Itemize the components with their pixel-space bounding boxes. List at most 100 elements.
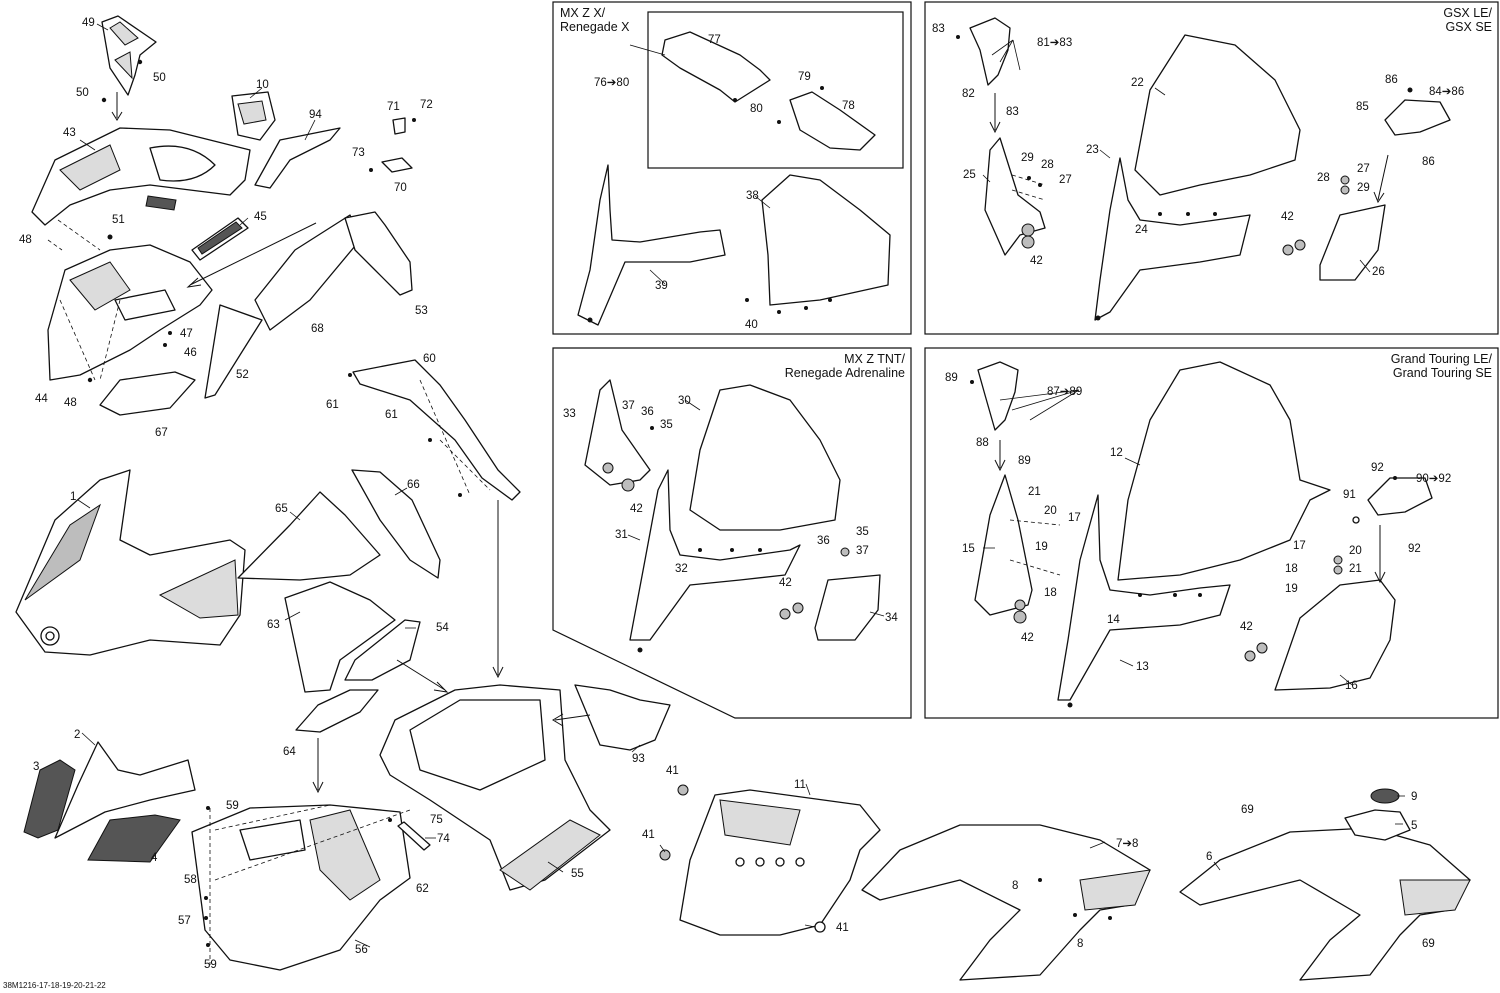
- part-84-mirror: [1384, 99, 1451, 136]
- callout-8: 8: [1012, 880, 1018, 892]
- callout-67: 67: [155, 427, 168, 439]
- callout-61: 61: [385, 409, 398, 421]
- callout-62: 62: [416, 883, 429, 895]
- callout-63: 63: [267, 619, 280, 631]
- callout-37: 37: [856, 545, 869, 557]
- part-67-pad: [99, 371, 196, 416]
- callout-18: 18: [1044, 587, 1057, 599]
- callout-38: 38: [746, 190, 759, 202]
- part-63-insulation: [284, 581, 396, 693]
- part-77-handguard: [661, 31, 771, 103]
- callout-22: 22: [1131, 77, 1144, 89]
- callout-27: 27: [1357, 163, 1370, 175]
- part-44-nose-lower: [47, 244, 213, 381]
- callout-30: 30: [678, 395, 691, 407]
- callout-90: 90➔92: [1416, 473, 1451, 485]
- part-65-insulation: [237, 491, 381, 581]
- inset-title-gsx: GSX LE/ GSX SE: [1443, 6, 1492, 34]
- callout-39: 39: [655, 280, 668, 292]
- callout-42: 42: [1030, 255, 1043, 267]
- callout-34: 34: [885, 612, 898, 624]
- callout-69: 69: [1422, 938, 1435, 950]
- callout-92: 92: [1371, 462, 1384, 474]
- callout-86: 86: [1385, 74, 1398, 86]
- callout-44: 44: [35, 393, 48, 405]
- part-52-side-panel: [204, 304, 263, 399]
- callout-leaders: [77, 23, 1405, 948]
- part-41-grommet-b: [659, 849, 671, 861]
- part-4-grille: [87, 814, 181, 863]
- part-1-hood: [15, 469, 246, 656]
- callout-56: 56: [355, 944, 368, 956]
- svg-text:GSX LE/: GSX LE/: [1443, 6, 1492, 20]
- part-13-windshield-trim: [1057, 494, 1231, 701]
- callout-82: 82: [962, 88, 975, 100]
- part-68-panel: [254, 214, 361, 331]
- inset-subframe-handguards: [647, 11, 904, 169]
- callout-76: 76➔80: [594, 77, 629, 89]
- callout-29: 29: [1021, 152, 1034, 164]
- part-93-bracket: [574, 684, 671, 751]
- callout-42: 42: [1240, 621, 1253, 633]
- callout-69: 69: [1241, 804, 1254, 816]
- callout-35: 35: [856, 526, 869, 538]
- inset-title-mxzx: MX Z X/ Renegade X: [560, 6, 630, 34]
- callout-59: 59: [226, 800, 239, 812]
- callout-46: 46: [184, 347, 197, 359]
- callout-80: 80: [750, 103, 763, 115]
- part-55-body: [379, 684, 611, 891]
- callout-52: 52: [236, 369, 249, 381]
- part-53-side-panel: [344, 211, 413, 296]
- callout-45: 45: [254, 211, 267, 223]
- callout-64: 64: [283, 746, 296, 758]
- callout-48: 48: [19, 234, 32, 246]
- callout-55: 55: [571, 868, 584, 880]
- callout-74: 74: [437, 833, 450, 845]
- part-10-gauge-housing: [231, 91, 276, 141]
- svg-text:Renegade Adrenaline: Renegade Adrenaline: [785, 366, 905, 380]
- callout-17: 17: [1293, 540, 1306, 552]
- callout-41: 41: [666, 765, 679, 777]
- callout-57: 57: [178, 915, 191, 927]
- callout-50: 50: [153, 72, 166, 84]
- part-87-mirror: [977, 361, 1019, 431]
- callout-85: 85: [1356, 101, 1369, 113]
- callout-94: 94: [309, 109, 322, 121]
- part-6-rack: [1179, 827, 1471, 981]
- inset-title-tnt: MX Z TNT/ Renegade Adrenaline: [785, 352, 906, 380]
- part-23-windshield-trim: [1094, 157, 1251, 321]
- callout-40: 40: [745, 319, 758, 331]
- callout-32: 32: [675, 563, 688, 575]
- callout-92: 92: [1408, 543, 1421, 555]
- part-78-handguard: [789, 91, 876, 151]
- callout-50: 50: [76, 87, 89, 99]
- callout-83: 83: [1006, 106, 1019, 118]
- callout-19: 19: [1285, 583, 1298, 595]
- callout-68: 68: [311, 323, 324, 335]
- part-15-mirror-base: [974, 474, 1033, 616]
- callout-93: 93: [632, 753, 645, 765]
- part-33-mirror-base: [584, 379, 651, 486]
- callout-3: 3: [33, 761, 39, 773]
- callout-12: 12: [1110, 447, 1123, 459]
- callout-81: 81➔83: [1037, 37, 1072, 49]
- callout-23: 23: [1086, 144, 1099, 156]
- part-56-lower-nose: [191, 804, 411, 971]
- part-16-deflector: [1274, 579, 1396, 691]
- callout-42: 42: [630, 503, 643, 515]
- part-31-windshield-trim: [629, 469, 801, 641]
- callout-2: 2: [74, 729, 80, 741]
- inset-frame-mxzx: [552, 1, 912, 335]
- part-70-bracket: [381, 117, 413, 173]
- callout-88: 88: [976, 437, 989, 449]
- part-7-rack: [861, 824, 1151, 981]
- callout-5: 5: [1411, 820, 1417, 832]
- callout-19: 19: [1035, 541, 1048, 553]
- callout-87: 87➔89: [1047, 386, 1082, 398]
- callout-59: 59: [204, 959, 217, 971]
- callout-29: 29: [1357, 182, 1370, 194]
- part-34-deflector: [814, 574, 881, 641]
- part-3-grille: [23, 759, 76, 839]
- callout-49: 49: [82, 17, 95, 29]
- svg-text:MX Z X/: MX Z X/: [560, 6, 606, 20]
